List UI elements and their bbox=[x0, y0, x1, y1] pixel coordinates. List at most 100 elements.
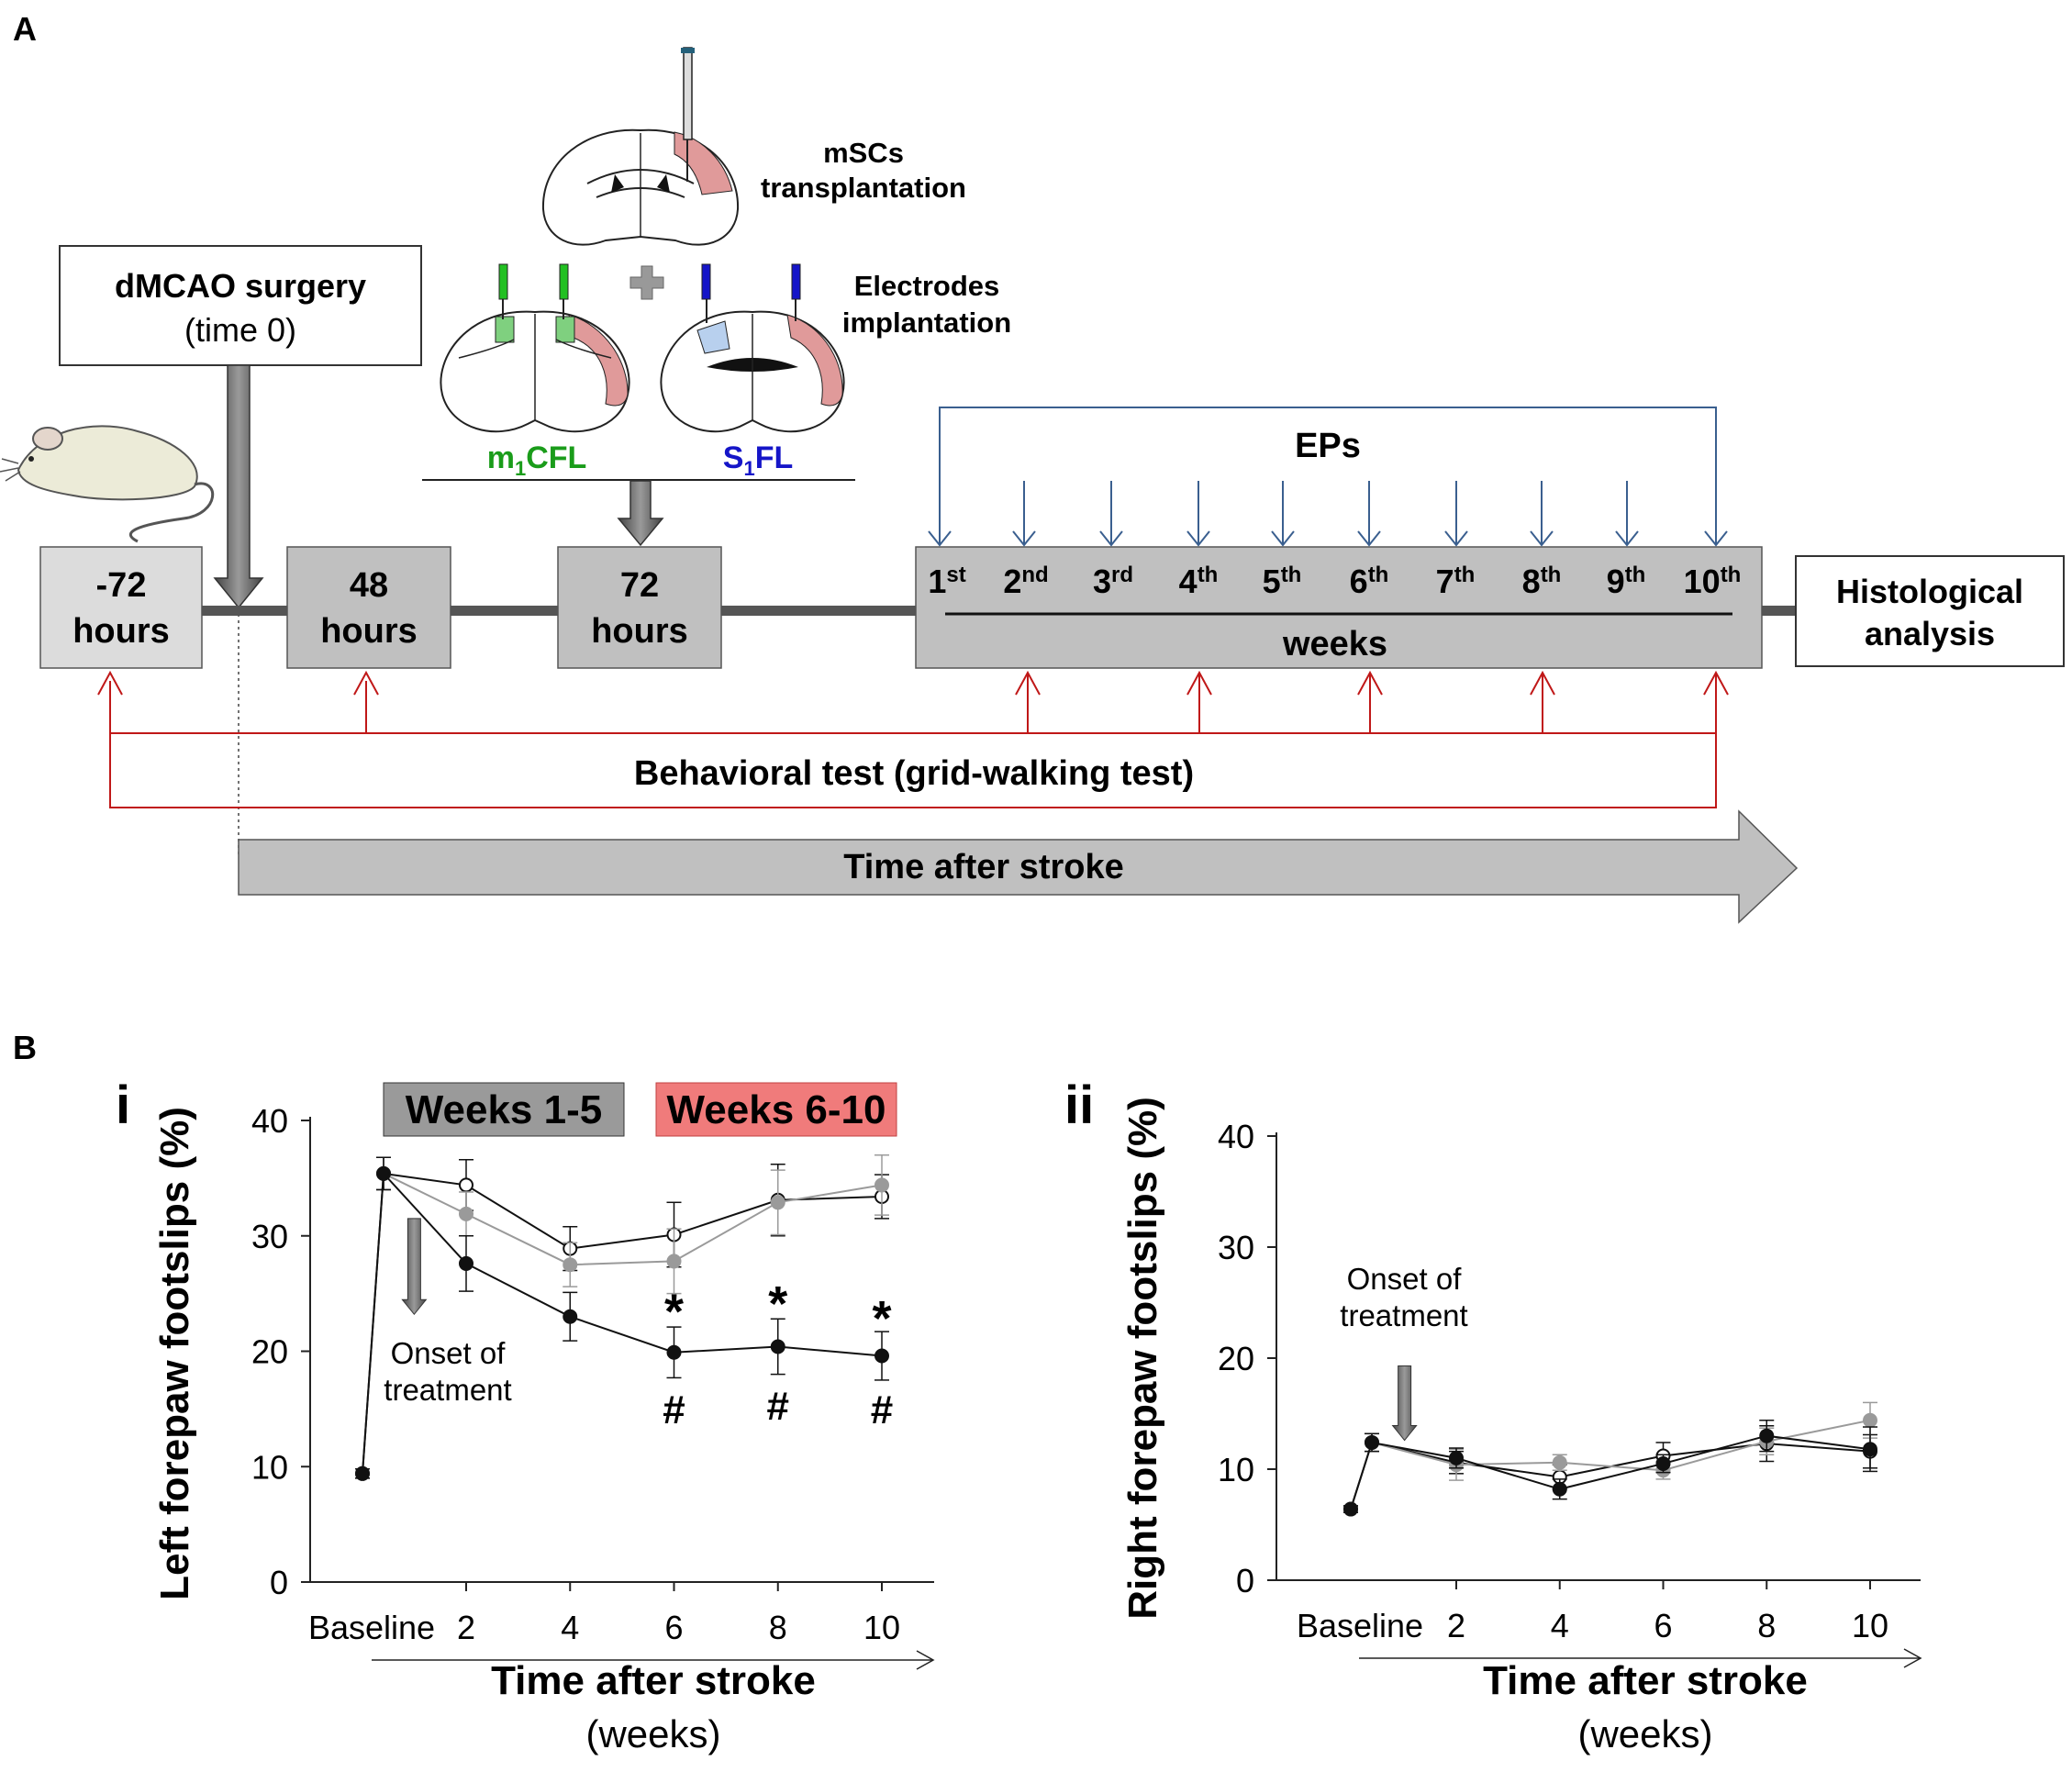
weeks-label: weeks bbox=[1282, 625, 1387, 663]
week-label-6: 6th bbox=[1350, 563, 1389, 600]
x-tick-label: 8 bbox=[1757, 1607, 1776, 1644]
x-axis-label: Time after stroke bbox=[491, 1658, 816, 1703]
onset-arrow bbox=[401, 1218, 428, 1316]
data-point-black bbox=[1343, 1501, 1358, 1517]
box-48h-line2: hours bbox=[320, 612, 418, 651]
y-axis-label: Left forepaw footslips (%) bbox=[152, 1107, 197, 1600]
data-point-black bbox=[874, 1348, 889, 1364]
ep-arrowhead-1 bbox=[928, 530, 952, 547]
data-point-open bbox=[459, 1177, 473, 1193]
surgery-subtitle: (time 0) bbox=[184, 311, 296, 349]
data-point-gray bbox=[563, 1257, 578, 1273]
brain-transplantation bbox=[541, 47, 740, 246]
x-tick-label: 4 bbox=[561, 1609, 579, 1646]
x-axis-label: Time after stroke bbox=[1483, 1658, 1808, 1703]
significance-hash: # bbox=[767, 1384, 789, 1429]
x-tick-label: 10 bbox=[863, 1609, 900, 1646]
histology-label-2: analysis bbox=[1865, 615, 1995, 652]
behavioral-arrowhead-5 bbox=[1357, 670, 1383, 696]
onset-label-1: Onset of bbox=[391, 1336, 507, 1370]
data-point-black bbox=[666, 1344, 682, 1360]
significance-star: * bbox=[872, 1291, 891, 1346]
brain-s1fl bbox=[660, 263, 845, 433]
data-point-gray bbox=[770, 1195, 785, 1210]
ep-arrowhead-10 bbox=[1704, 530, 1728, 547]
histology-label-1: Histological bbox=[1836, 573, 2023, 610]
box-72h-line1: 72 bbox=[620, 566, 659, 605]
series-line-black bbox=[362, 1171, 883, 1474]
y-tick-label: 10 bbox=[251, 1448, 288, 1486]
legend-weeks-6-10: Weeks 6-10 bbox=[667, 1087, 886, 1132]
time-after-stroke-arrow bbox=[238, 809, 1799, 924]
data-point-gray bbox=[459, 1206, 473, 1221]
onset-arrow bbox=[1391, 1365, 1418, 1442]
x-tick-label: 10 bbox=[1852, 1607, 1888, 1644]
surgery-arrow bbox=[213, 364, 264, 609]
box-48h bbox=[286, 546, 451, 669]
ep-arrowhead-8 bbox=[1530, 530, 1554, 547]
y-tick-label: 40 bbox=[1218, 1118, 1254, 1155]
onset-label-2: treatment bbox=[1340, 1298, 1467, 1332]
x-tick-label: 2 bbox=[1447, 1607, 1465, 1644]
data-point-black bbox=[1365, 1434, 1379, 1450]
week-label-7: 7th bbox=[1436, 563, 1476, 600]
y-tick-label: 20 bbox=[251, 1333, 288, 1371]
transplant-label-1: mSCs bbox=[823, 137, 904, 169]
ep-arrowhead-3 bbox=[1099, 530, 1123, 547]
box-72h bbox=[557, 546, 722, 669]
weeks-box bbox=[915, 546, 1763, 669]
panel-label-ii: ii bbox=[1064, 1075, 1094, 1135]
ep-arrowhead-7 bbox=[1444, 530, 1468, 547]
series-line-black bbox=[1350, 1434, 1871, 1510]
surgery-title: dMCAO surgery bbox=[115, 267, 366, 305]
box-48h-line1: 48 bbox=[350, 566, 388, 605]
box-minus72-line2: hours bbox=[72, 612, 170, 651]
data-point-gray bbox=[666, 1254, 682, 1269]
data-point-black bbox=[1552, 1481, 1567, 1497]
x-axis-sublabel: (weeks) bbox=[1577, 1712, 1712, 1755]
significance-hash: # bbox=[663, 1387, 685, 1432]
week-label-3: 3rd bbox=[1093, 563, 1133, 600]
ep-arrowhead-5 bbox=[1271, 530, 1295, 547]
y-tick-label: 20 bbox=[1218, 1340, 1254, 1377]
plus-icon bbox=[629, 265, 664, 300]
panel-label-b: B bbox=[13, 1029, 37, 1066]
ep-arrowhead-2 bbox=[1012, 530, 1036, 547]
data-point-black bbox=[770, 1339, 785, 1354]
electrodes-label-2: implantation bbox=[842, 306, 1011, 339]
week-label-5: 5th bbox=[1263, 563, 1302, 600]
legend-weeks-6-10-swatch bbox=[655, 1082, 897, 1137]
data-point-black bbox=[459, 1255, 473, 1271]
significance-star: * bbox=[664, 1285, 684, 1340]
transplant-label-2: transplantation bbox=[761, 172, 966, 204]
data-point-gray bbox=[1863, 1412, 1877, 1428]
y-tick-label: 30 bbox=[1218, 1229, 1254, 1266]
week-label-1: 1st bbox=[928, 563, 965, 600]
x-tick-label: 6 bbox=[664, 1609, 683, 1646]
significance-hash: # bbox=[871, 1387, 893, 1432]
y-tick-label: 0 bbox=[1236, 1562, 1254, 1599]
x-tick-label: Baseline bbox=[308, 1609, 435, 1646]
arrow-72h bbox=[617, 480, 664, 547]
behavioral-label: Behavioral test (grid-walking test) bbox=[634, 754, 1194, 793]
eps-label: EPs bbox=[1295, 427, 1361, 465]
data-point-black bbox=[1863, 1442, 1877, 1457]
panel-label-i: i bbox=[116, 1075, 130, 1135]
x-axis-arrowhead bbox=[1903, 1648, 1922, 1668]
data-point-black bbox=[1759, 1428, 1775, 1443]
x-axis-sublabel: (weeks) bbox=[585, 1712, 720, 1755]
data-point-black bbox=[563, 1309, 578, 1324]
mouse-illustration bbox=[0, 425, 215, 543]
behavioral-arrowhead-4 bbox=[1186, 670, 1212, 696]
box-minus72-line1: -72 bbox=[96, 566, 147, 605]
behavioral-arrowhead-7 bbox=[1703, 670, 1729, 696]
week-label-8: 8th bbox=[1522, 563, 1562, 600]
y-tick-label: 10 bbox=[1218, 1451, 1254, 1488]
data-point-black bbox=[355, 1465, 370, 1481]
behavioral-bracket bbox=[109, 681, 1717, 808]
m1cfl-label: m1CFL bbox=[487, 440, 587, 480]
y-axis-label: Right forepaw footslips (%) bbox=[1120, 1097, 1165, 1620]
y-tick-label: 40 bbox=[251, 1102, 288, 1140]
